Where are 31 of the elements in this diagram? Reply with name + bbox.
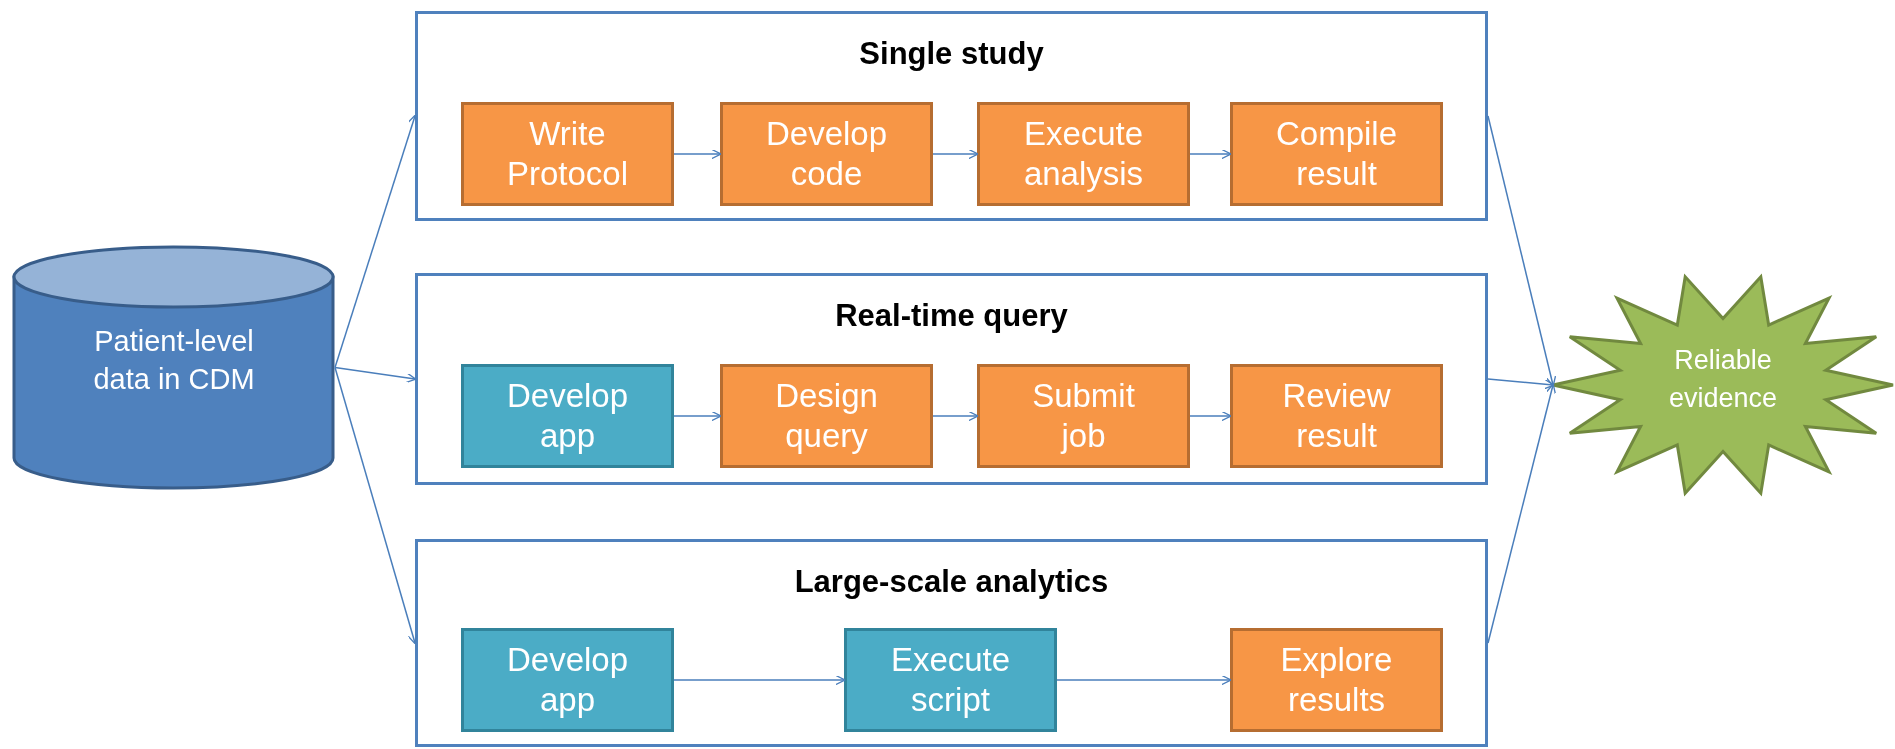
arrow	[1056, 674, 1232, 686]
arrow	[932, 148, 979, 160]
process-box: Execute script	[844, 628, 1057, 732]
process-box: Develop app	[461, 628, 674, 732]
arrow	[673, 148, 722, 160]
process-box: Execute analysis	[977, 102, 1190, 206]
process-box: Write Protocol	[461, 102, 674, 206]
arrow	[673, 410, 722, 422]
arrow	[932, 410, 979, 422]
arrow	[673, 674, 846, 686]
node-label: Patient-level data in CDM	[92, 324, 256, 397]
process-box: Develop code	[720, 102, 933, 206]
group-panel	[415, 11, 1488, 221]
process-box: Compile result	[1230, 102, 1443, 206]
process-box: Design query	[720, 364, 933, 468]
panel-title: Real-time query	[834, 298, 1069, 334]
group-panel	[415, 539, 1488, 747]
arrow	[1487, 378, 1555, 390]
process-box: Submit job	[977, 364, 1190, 468]
process-box: Explore results	[1230, 628, 1443, 732]
group-panel	[415, 273, 1488, 485]
arrow	[1189, 148, 1232, 160]
arrow	[1487, 383, 1557, 644]
panel-title: Single study	[858, 36, 1045, 72]
arrow	[334, 366, 417, 383]
node-label: Reliable evidence	[1667, 344, 1779, 415]
arrow	[1487, 115, 1557, 387]
process-box: Review result	[1230, 364, 1443, 468]
arrow	[1189, 410, 1232, 422]
process-box: Develop app	[461, 364, 674, 468]
panel-title: Large-scale analytics	[793, 564, 1110, 600]
